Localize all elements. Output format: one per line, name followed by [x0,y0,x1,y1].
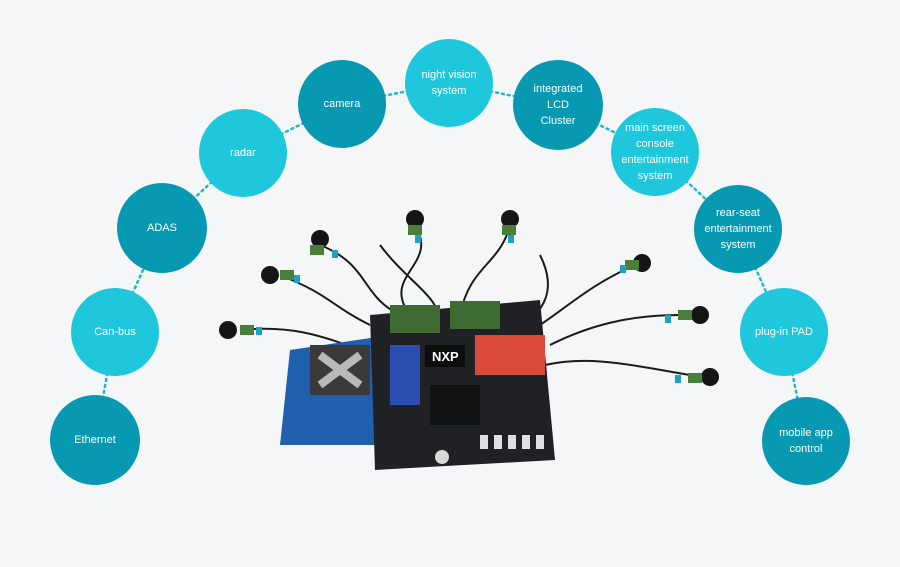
feature-node-label: Ethernet [74,434,116,446]
feature-node: Ethernet [50,395,140,485]
feature-node: main screen console entertainment system [611,108,699,196]
feature-node-label: ADAS [147,222,177,234]
feature-node-label: mobile app control [779,427,833,455]
feature-node: mobile app control [762,397,850,485]
feature-node-label: camera [323,98,361,110]
feature-node-label: night vision system [421,69,477,97]
board-logo: NXP [432,349,459,364]
feature-node-label: rear-seat entertainment system [704,207,772,251]
feature-node-label: main screen console entertainment system [621,122,689,182]
feature-node: radar [199,109,287,197]
feature-node: night vision system [405,39,493,127]
feature-node: camera [298,60,386,148]
feature-node: ADAS [117,183,207,273]
dev-board-icon: NXP [219,210,719,470]
feature-node-label: Can-bus [94,326,136,338]
feature-node: rear-seat entertainment system [694,185,782,273]
feature-node: Can-bus [71,288,159,376]
feature-node-label: integrated LCD Cluster [533,83,583,127]
feature-node: integrated LCD Cluster [513,60,603,150]
feature-node-label: plug-in PAD [755,326,813,338]
feature-node-label: radar [230,147,256,159]
feature-node: plug-in PAD [740,288,828,376]
